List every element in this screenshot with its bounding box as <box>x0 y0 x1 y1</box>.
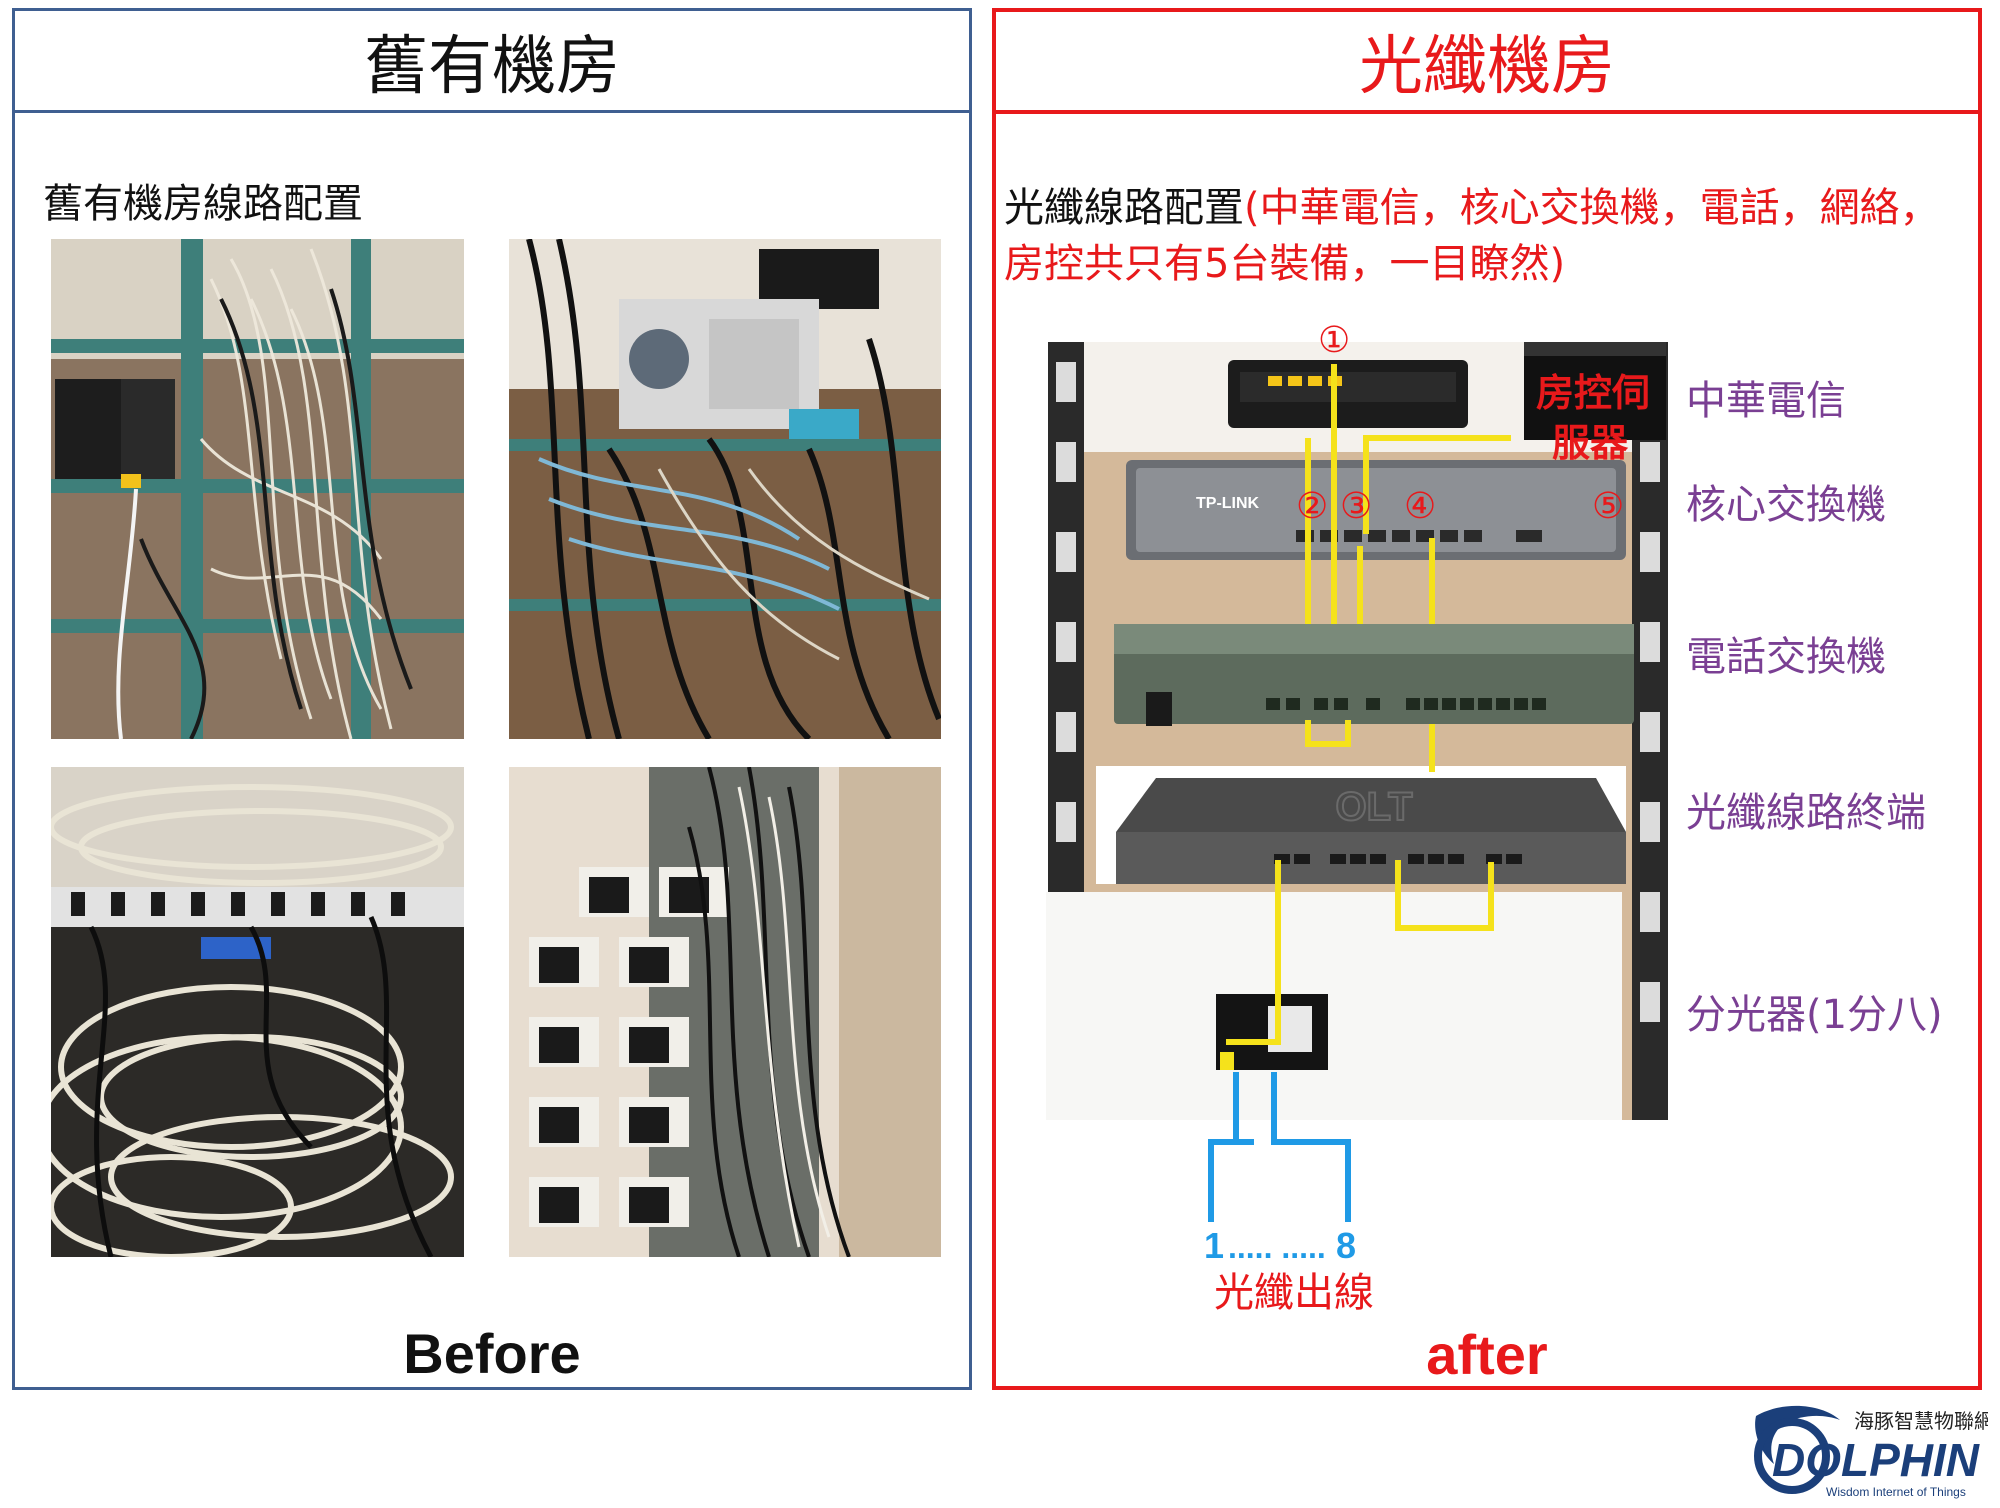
logo-tagline-text: Wisdom Internet of Things <box>1826 1485 1966 1499</box>
after-panel: 光纖機房 光纖線路配置(中華電信，核心交換機，電話，網絡，房控共只有5台裝備，一… <box>992 8 1982 1390</box>
before-label: Before <box>403 1322 581 1385</box>
messy-cable-photo-3 <box>51 767 464 1257</box>
dolphin-logo: 海豚智慧物聯網 DOLPHIN Wisdom Internet of Thing… <box>1744 1398 1994 1502</box>
server-label-line2: 服器 <box>1552 421 1629 465</box>
fiber-end: 8 <box>1336 1225 1356 1266</box>
marker-1: ① <box>1318 320 1350 361</box>
switch-brand-text: TP-LINK <box>1196 495 1260 512</box>
label-splitter: 分光器(1分八) <box>1686 992 1943 1038</box>
messy-rack-photo-1 <box>51 239 464 739</box>
before-panel-title: 舊有機房 <box>15 11 969 113</box>
after-subtitle: 光纖線路配置(中華電信，核心交換機，電話，網絡，房控共只有5台裝備，一目瞭然) <box>1004 180 1964 292</box>
marker-5: ⑤ <box>1592 486 1624 527</box>
logo-name-text: DOLPHIN <box>1772 1434 1980 1486</box>
label-core-switch: 核心交換機 <box>1686 482 1886 528</box>
before-panel: 舊有機房 舊有機房線路配置 <box>12 8 972 1390</box>
server-label-line1: 房控伺 <box>1536 371 1650 415</box>
fiber-caption: 光纖出線 <box>1214 1270 1374 1316</box>
fiber-dots: ..... ..... <box>1228 1229 1326 1265</box>
marker-4: ④ <box>1404 486 1436 527</box>
label-phone-switch: 電話交換機 <box>1686 634 1886 680</box>
dolphin-icon <box>1755 1405 1840 1464</box>
label-olt: 光纖線路終端 <box>1686 790 1926 836</box>
messy-rack-photo-2 <box>509 239 941 739</box>
messy-rack-photo-4 <box>509 767 941 1257</box>
after-panel-title: 光纖機房 <box>996 12 1978 114</box>
marker-3: ③ <box>1340 486 1372 527</box>
marker-2: ② <box>1296 486 1328 527</box>
olt-text: OLT <box>1335 785 1412 829</box>
after-subtitle-note: (中華電信，核心交換機，電話，網絡，房控共只有5台裝備，一目瞭然) <box>1004 185 1940 287</box>
before-subtitle: 舊有機房線路配置 <box>43 181 363 227</box>
label-cht: 中華電信 <box>1686 378 1846 424</box>
after-subtitle-main: 光纖線路配置 <box>1004 185 1244 231</box>
logo-cn-text: 海豚智慧物聯網 <box>1854 1409 1988 1433</box>
fiber-start: 1 <box>1204 1225 1224 1266</box>
after-label: after <box>1426 1323 1548 1386</box>
room-control-server <box>1524 350 1666 440</box>
fiber-rack-diagram: TP-LINK OLT <box>1046 320 1668 1316</box>
